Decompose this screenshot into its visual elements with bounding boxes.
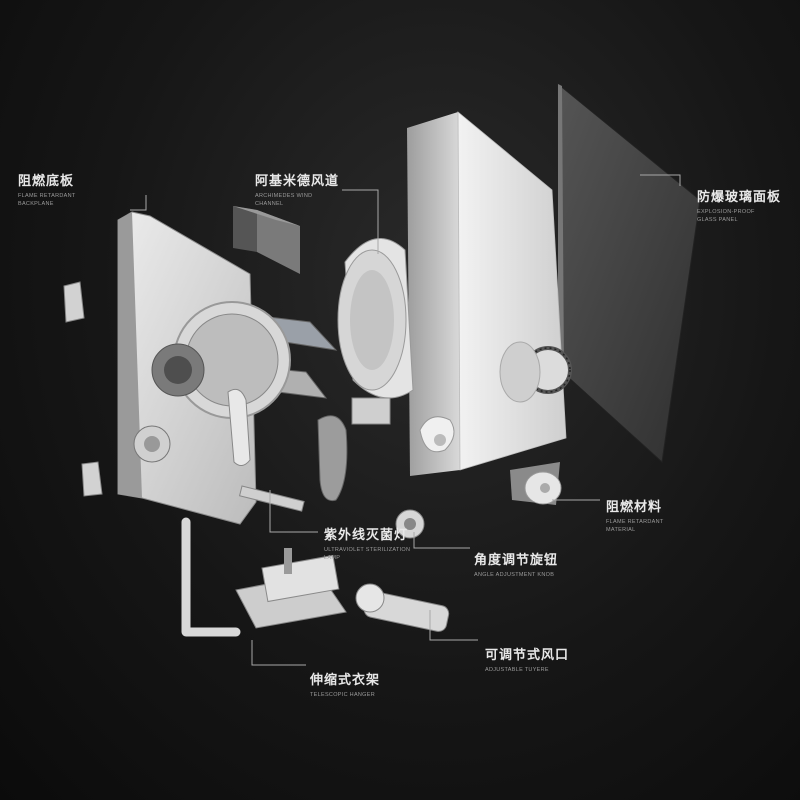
leader-uv — [269, 490, 318, 533]
adjustable-tuyere — [355, 583, 450, 632]
leader-wind — [342, 189, 379, 254]
label-glass-zh: 防爆玻璃面板 — [697, 189, 782, 204]
label-knob-en: ANGLE ADJUSTMENT KNOB — [474, 572, 555, 578]
retardant-material-bracket — [510, 462, 562, 505]
label-hanger-zh: 伸缩式衣架 — [310, 672, 381, 687]
label-tuyere-en: ADJUSTABLE TUYERE — [485, 667, 549, 673]
angle-knob — [395, 509, 425, 539]
label-knob-zh: 角度调节旋钮 — [474, 552, 559, 567]
leader-glass — [640, 174, 681, 186]
label-angle-knob: 角度调节旋钮 ANGLE ADJUSTMENT KNOB — [474, 549, 558, 579]
label-wind-zh: 阿基米德风道 — [255, 173, 340, 188]
label-backplane-zh: 阻燃底板 — [18, 173, 75, 188]
label-uv-zh: 紫外线灭菌灯 — [324, 527, 409, 542]
leader-backplane — [130, 195, 147, 211]
control-module — [233, 206, 300, 274]
leader-knob — [413, 532, 470, 549]
telescopic-hanger — [181, 517, 347, 637]
label-tuyere-zh: 可调节式风口 — [485, 647, 570, 662]
label-hanger-en: TELESCOPIC HANGER — [310, 692, 376, 698]
wind-channel — [337, 237, 414, 425]
front-panel — [407, 111, 572, 476]
backplane — [117, 211, 291, 525]
label-adjustable-tuyere: 可调节式风口 ADJUSTABLE TUYERE — [485, 644, 569, 674]
mount-clip-bottom — [81, 461, 103, 497]
leader-hanger — [251, 640, 306, 666]
label-telescopic-hanger: 伸缩式衣架 TELESCOPIC HANGER — [310, 669, 380, 699]
mount-clip-top — [63, 281, 85, 323]
swing-arm — [317, 415, 348, 502]
uv-lamp — [227, 388, 305, 512]
leader-tuyere — [429, 610, 478, 641]
leader-lines — [130, 174, 681, 666]
label-material-zh: 阻燃材料 — [606, 499, 663, 514]
glass-panel — [557, 82, 701, 463]
